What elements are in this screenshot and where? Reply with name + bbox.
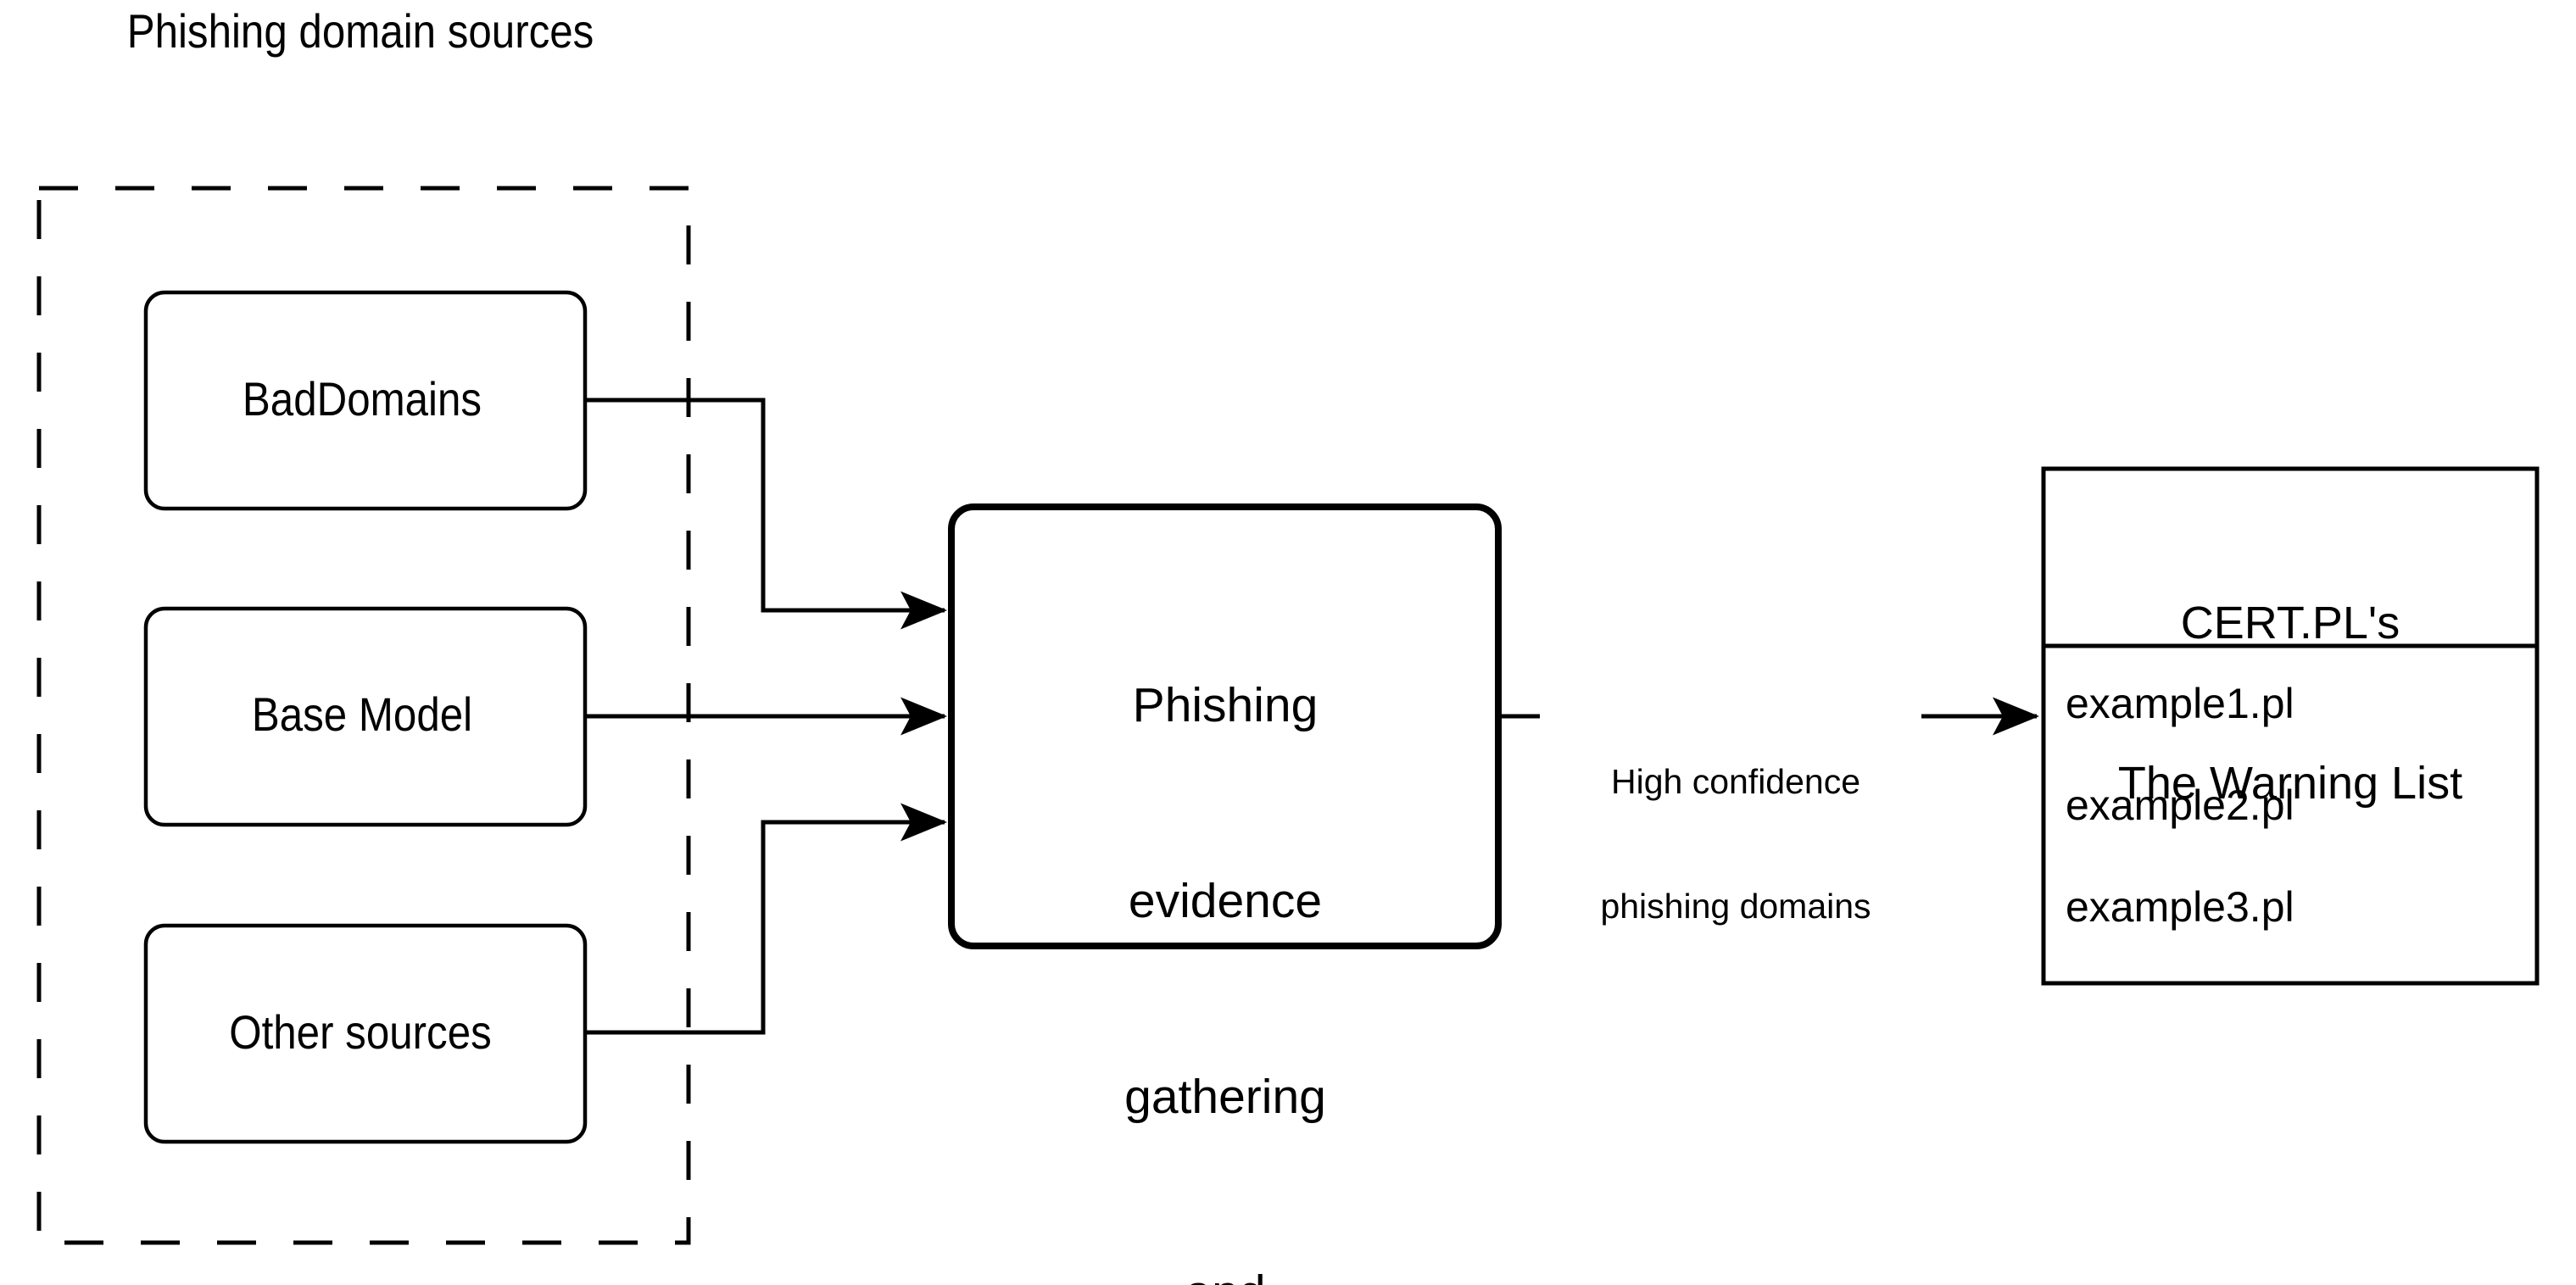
edge-baddomains-to-process xyxy=(585,398,948,630)
source-box-othersources[interactable] xyxy=(143,923,588,1144)
warning-list-box[interactable] xyxy=(2041,466,2540,986)
source-box-baddomains[interactable] xyxy=(143,290,588,511)
source-box-basemodel[interactable] xyxy=(143,606,588,827)
process-box-phishing-evidence-gathering[interactable] xyxy=(948,503,1502,949)
edge-othersources-to-process xyxy=(585,803,948,1035)
